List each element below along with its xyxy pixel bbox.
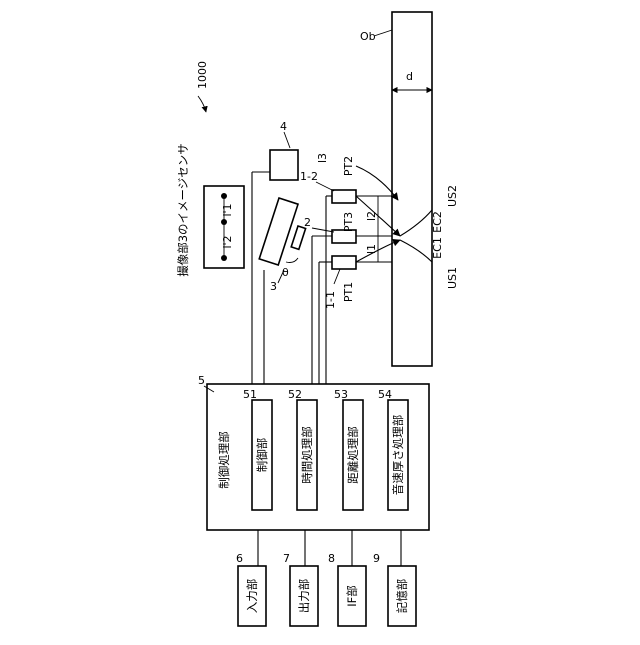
sensor-dot-bottom [221, 255, 227, 261]
camera-ref: 3 [270, 280, 277, 293]
storage-unit-label: 記憶部 [395, 579, 409, 614]
light-source-leader [284, 132, 290, 148]
time-unit-ref: 52 [288, 388, 302, 401]
probe-1-2-box [332, 190, 356, 203]
if-unit-ref: 8 [328, 552, 335, 565]
peripheral-input: 入力部 6 [236, 530, 266, 626]
sensor-mark-l1: l'1 [221, 203, 234, 216]
probe-2-leader [312, 228, 334, 232]
camera-body [259, 198, 298, 265]
peripheral-output: 出力部 7 [283, 530, 318, 626]
sensor-mark-l2: l'2 [221, 235, 234, 248]
light-source: 4 [270, 120, 298, 180]
us1-label: US1 [446, 267, 459, 289]
probe-1-2-ref: 1-2 [300, 170, 318, 183]
us2-label: US2 [446, 185, 459, 207]
sound-speed-unit-ref: 54 [378, 388, 392, 401]
ec2-label: EC2 [431, 211, 444, 233]
probe-1-2-leader [316, 182, 334, 191]
camera-angle-label: θ [282, 266, 289, 279]
object-body [392, 12, 432, 366]
sensor-dot-mid [221, 219, 227, 225]
input-unit-label: 入力部 [245, 579, 259, 614]
point-labels: PT1 PT2 PT3 [342, 156, 355, 302]
camera-lens [291, 226, 305, 249]
light-source-box [270, 150, 298, 180]
distance-unit-ref: 53 [334, 388, 348, 401]
image-sensor-title: 撮像部3のイメージセンサ [176, 143, 190, 277]
peripheral-storage: 記憶部 9 [373, 530, 416, 626]
control-unit-label: 制御部 [255, 438, 269, 473]
pt1-label: PT1 [342, 282, 355, 302]
probe-1-1-box [332, 256, 356, 269]
peripheral-if: IF部 8 [328, 530, 366, 626]
system-ref: 1000 [196, 61, 209, 112]
probe-1-1-leader [334, 269, 340, 284]
system-ref-leader [198, 96, 206, 112]
pt3-label: PT3 [342, 212, 355, 232]
time-unit-label: 時間処理部 [300, 426, 314, 484]
thickness-label: d [406, 70, 413, 83]
output-unit-ref: 7 [283, 552, 290, 565]
camera: 3 θ [259, 198, 305, 293]
light-source-ref: 4 [280, 120, 287, 133]
object-label-leader [374, 30, 392, 36]
object-label: Ob [360, 30, 376, 43]
input-unit-ref: 6 [236, 552, 243, 565]
output-unit-label: 出力部 [297, 579, 311, 614]
distance-l1: l1 [365, 244, 378, 254]
controller-label: 制御処理部 [217, 431, 231, 489]
probe-1-1-ref: 1-1 [324, 291, 337, 309]
sensor-dot-top [221, 193, 227, 199]
controller-block: 5 制御処理部 制御部 51 時間処理部 52 距離処理部 53 音速厚さ処理部… [198, 374, 429, 530]
image-sensor: 撮像部3のイメージセンサ l'1 l'2 [176, 143, 244, 277]
storage-unit-ref: 9 [373, 552, 380, 565]
ec1-label: EC1 [431, 237, 444, 259]
sound-speed-unit-label: 音速厚さ処理部 [391, 415, 405, 496]
distance-l2: l2 [365, 211, 378, 221]
pt2-label: PT2 [342, 156, 355, 176]
camera-angle-arc [286, 258, 298, 263]
distance-l3: l3 [316, 153, 329, 163]
probe-2-ref: 2 [304, 216, 311, 229]
if-unit-label: IF部 [345, 585, 359, 607]
control-unit-ref: 51 [243, 388, 257, 401]
object: Ob d [360, 12, 432, 366]
distance-unit-label: 距離処理部 [346, 426, 360, 484]
system-ref-label: 1000 [196, 61, 209, 89]
controller-ref: 5 [198, 374, 205, 387]
